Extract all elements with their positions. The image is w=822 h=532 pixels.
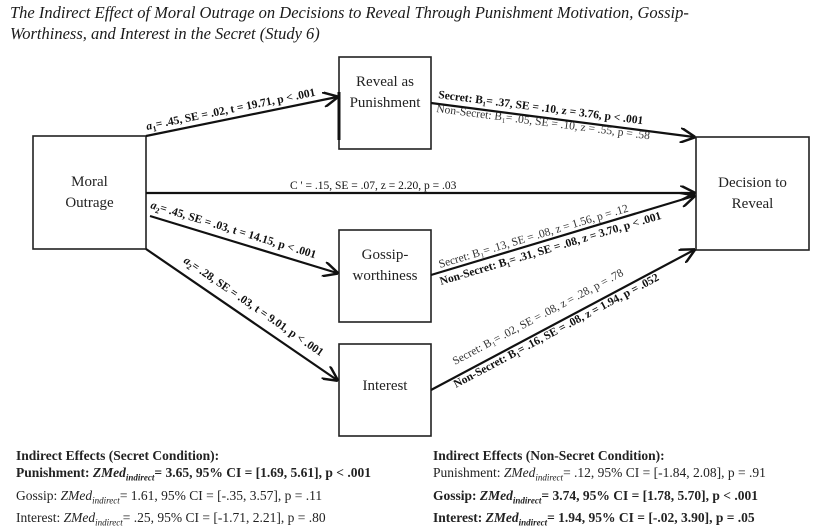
indirect-nonsecret-row: Punishment: ZMedindirect= .12, 95% CI = … [433,464,766,487]
indirect-secret-header: Indirect Effects (Secret Condition): [16,448,220,463]
node-reveal-punishment: Reveal as Punishment [339,47,431,139]
indirect-nonsecret-row-value: = 1.94, 95% CI = [-.02, 3.90], p = .05 [547,510,755,526]
indirect-nonsecret-header: Indirect Effects (Non-Secret Condition): [433,448,665,463]
indirect-secret-row-stat: ZMedindirect [63,510,123,529]
indirect-nonsecret-row-value: = 3.74, 95% CI = [1.78, 5.70], p < .001 [541,487,758,503]
path-b-interest-arrow [430,250,694,391]
indirect-secret-row-label: Gossip: [16,487,61,503]
node-gossip: Gossip-worthiness [339,220,431,312]
node-interest: Interest [339,340,431,432]
path-a2-gossip-label: a2= .45, SE = .03, t = 14.15, p < .001 [149,199,318,263]
indirect-secret-row-label: Punishment: [16,465,93,480]
indirect-secret-row-value: = 3.65, 95% CI = [1.69, 5.61], p < .001 [154,465,371,480]
figure-title-line-1: The Indirect Effect of Moral Outrage on … [10,3,689,22]
indirect-nonsecret-row-label: Interest: [433,510,486,526]
path-a1-label: a1= .45, SE = .02, t = 19.71, p < .001 [145,87,317,135]
indirect-effects-secret: Indirect Effects (Secret Condition): Pun… [16,447,371,532]
indirect-nonsecret-row-stat: ZMedindirect [485,510,548,529]
indirect-nonsecret-row-stat: ZMedindirect [479,487,542,506]
indirect-nonsecret-row-label: Gossip: [433,487,480,503]
box-gossip [338,229,432,323]
path-a2-interest-arrow [145,248,337,380]
box-decision [695,136,810,251]
indirect-nonsecret-row-label: Punishment: [433,465,504,480]
path-b-punishment-arrow [430,101,694,137]
path-a2-interest-label: a2= .28, SE = .03, t = 9.01, p < .001 [180,255,325,361]
indirect-secret-row-stat: ZMedindirect [92,465,155,483]
indirect-nonsecret-row: Gossip: ZMedindirect= 3.74, 95% CI = [1.… [433,487,766,510]
indirect-nonsecret-row-stat: ZMedindirect [503,465,564,483]
indirect-nonsecret-row: Interest: ZMedindirect= 1.94, 95% CI = [… [433,509,766,532]
node-gossip-line1: Gossip- [361,247,409,263]
indirect-secret-row-label: Interest: [16,510,64,526]
path-b-interest-secret-label: Secret: B₁= .02, SE = .08, z = .28, p = … [451,267,626,368]
box-interest [338,343,432,437]
node-moral-outrage-line1: Moral [71,173,108,190]
node-reveal-punishment-line1: Reveal as [356,74,414,90]
indirect-secret-row-value: = .25, 95% CI = [-1.71, 2.21], p = .80 [122,510,326,526]
path-c-prime-label: C ' = .15, SE = .07, z = 2.20, p = .03 [290,180,457,192]
path-b-gossip-arrow [430,196,694,277]
indirect-nonsecret-row-value: = .12, 95% CI = [-1.84, 2.08], p = .91 [563,465,766,480]
figure-title-line-2: Worthiness, and Interest in the Secret (… [10,24,320,43]
indirect-secret-row-stat: ZMedindirect [60,487,120,506]
node-decision: Decision to Reveal [696,137,809,250]
node-gossip-line2: worthiness [352,268,418,284]
indirect-secret-row: Punishment: ZMedindirect= 3.65, 95% CI =… [16,464,371,487]
figure-title: The Indirect Effect of Moral Outrage on … [10,2,822,44]
node-reveal-punishment-line2: Punishment [349,95,421,111]
indirect-secret-row-value: = 1.61, 95% CI = [-.35, 3.57], p = .11 [119,487,323,503]
indirect-secret-row: Gossip: ZMedindirect= 1.61, 95% CI = [-.… [16,487,371,510]
indirect-secret-row: Interest: ZMedindirect= .25, 95% CI = [-… [16,509,371,532]
box-moral-outrage [32,135,147,250]
indirect-effects-nonsecret: Indirect Effects (Non-Secret Condition):… [433,447,766,532]
path-a2-gossip-arrow [149,214,337,273]
node-decision-line1: Decision to [718,174,787,191]
path-b-interest-nonsecret-label: Non-Secret: B₁= .16, SE = .08, z = 1.94,… [452,272,662,391]
path-a1-arrow [145,97,337,138]
node-interest-line1: Interest [362,377,408,394]
node-decision-line2: Reveal [731,195,774,212]
node-moral-outrage-line2: Outrage [65,194,114,211]
